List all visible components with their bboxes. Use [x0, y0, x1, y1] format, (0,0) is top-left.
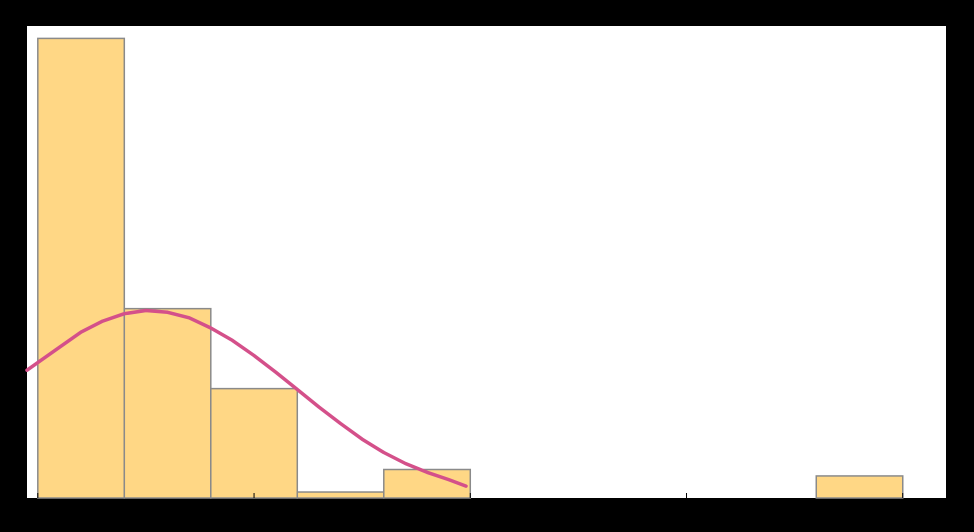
- histogram-bar-0: [37, 37, 126, 499]
- density-curve: [25, 308, 468, 488]
- x-axis-ticks: [37, 493, 904, 498]
- histogram-bar-2: [210, 387, 299, 499]
- histogram-bar-1: [123, 307, 212, 499]
- density-curve-layer: [25, 308, 468, 488]
- histogram-bar-5: [815, 475, 904, 499]
- bars-layer: [37, 37, 904, 499]
- histogram-bar-3: [296, 491, 385, 499]
